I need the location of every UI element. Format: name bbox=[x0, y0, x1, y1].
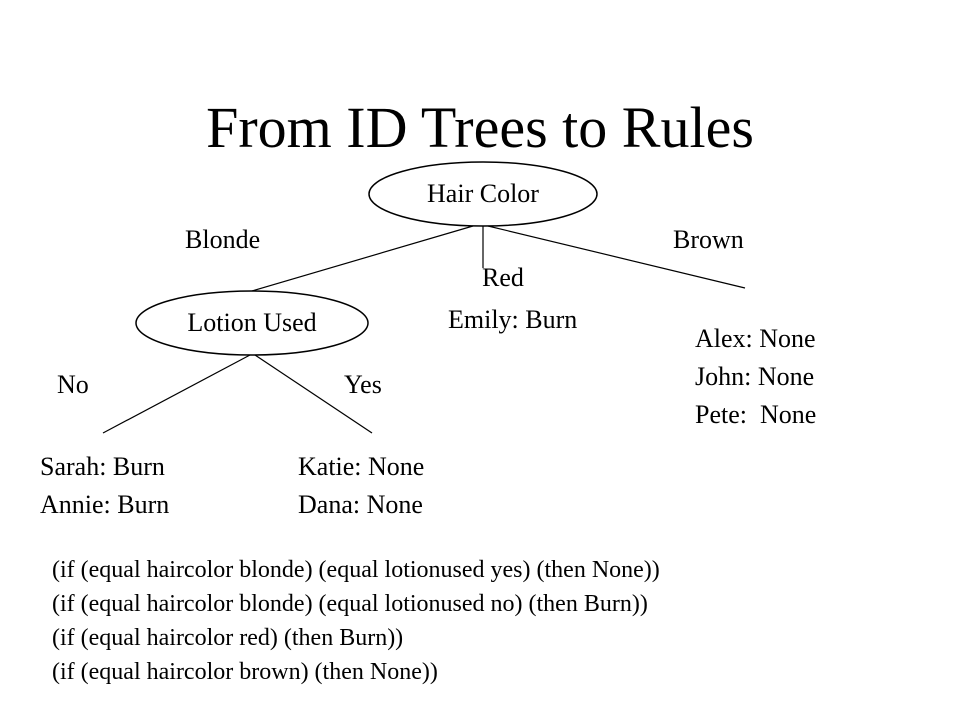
leaf-red: Emily: Burn bbox=[448, 305, 578, 334]
edge-brown bbox=[487, 225, 746, 289]
branch-label-yes: Yes bbox=[344, 370, 382, 399]
slide-title: From ID Trees to Rules bbox=[206, 95, 754, 160]
branch-label-no: No bbox=[57, 370, 89, 399]
rules-list: (if (equal haircolor blonde) (equal loti… bbox=[52, 553, 660, 689]
leaf-no-item: Annie: Burn bbox=[40, 490, 170, 519]
leaf-yes-item: Katie: None bbox=[298, 452, 425, 481]
leaf-brown-item: Pete: None bbox=[695, 400, 817, 429]
leaf-brown-item: Alex: None bbox=[695, 324, 816, 353]
leaf-brown: Alex: None John: None Pete: None bbox=[695, 320, 816, 434]
rule-item: (if (equal haircolor red) (then Burn)) bbox=[52, 625, 404, 651]
rule-item: (if (equal haircolor blonde) (equal loti… bbox=[52, 557, 660, 583]
leaf-no-item: Sarah: Burn bbox=[40, 452, 165, 481]
leaf-yes-item: Dana: None bbox=[298, 490, 423, 519]
branch-label-blonde: Blonde bbox=[185, 225, 261, 254]
edge-blonde bbox=[251, 225, 474, 292]
branch-label-brown: Brown bbox=[673, 225, 744, 254]
leaf-brown-item: John: None bbox=[695, 362, 815, 391]
rule-item: (if (equal haircolor brown) (then None)) bbox=[52, 659, 438, 685]
rule-item: (if (equal haircolor blonde) (equal loti… bbox=[52, 591, 648, 617]
leaf-yes: Katie: None Dana: None bbox=[298, 448, 424, 524]
edge-yes bbox=[254, 354, 373, 434]
hair-color-label: Hair Color bbox=[427, 179, 539, 208]
branch-label-red: Red bbox=[482, 263, 524, 292]
edge-no bbox=[102, 354, 251, 434]
leaf-no: Sarah: Burn Annie: Burn bbox=[40, 448, 169, 524]
lotion-used-label: Lotion Used bbox=[187, 308, 317, 337]
